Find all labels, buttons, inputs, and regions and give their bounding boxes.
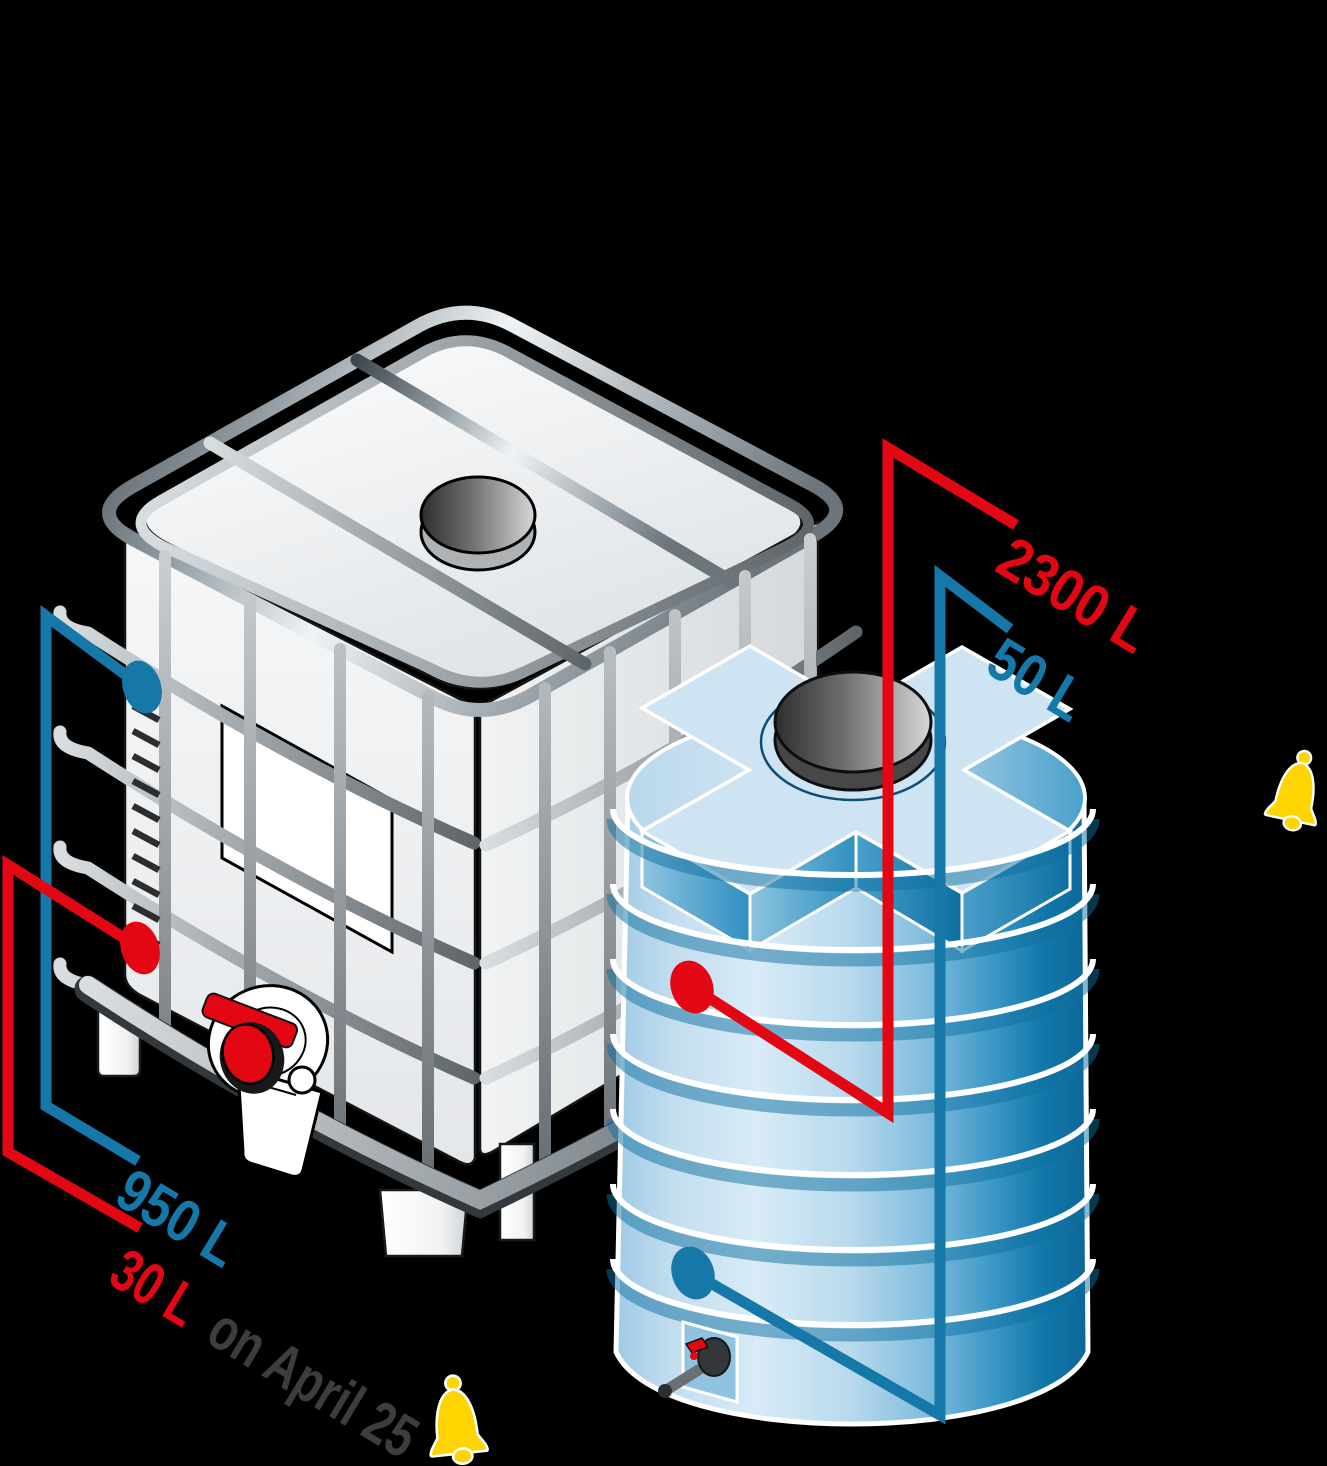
cage-top-frame-outer <box>102 305 844 717</box>
spigot-red-handle <box>684 1337 710 1354</box>
cylinder-lower-leader-line <box>690 564 1014 1425</box>
ibc-top-cap <box>419 475 537 572</box>
cylindrical-tank <box>606 643 1100 1427</box>
cage-top-frame-inner <box>135 335 814 688</box>
cylinder-ribs <box>606 808 1100 1342</box>
cylinder-upper-leader-line <box>689 438 1019 1124</box>
valve-spout <box>236 1065 324 1178</box>
ibc-valve <box>201 984 330 1178</box>
cage-top-crossbar <box>350 353 739 589</box>
cylinder-upper-level-marker <box>670 960 714 1014</box>
ibc-upper-level-marker <box>122 660 162 714</box>
valve-knob <box>221 1023 275 1085</box>
cylinder-lower-level-marker <box>671 1246 715 1300</box>
ibc-lower-level-marker <box>120 921 160 975</box>
ibc-upper-leader-line <box>40 605 146 1166</box>
cage-top-crossbar <box>203 436 592 671</box>
measurement-callouts <box>2 438 1019 1425</box>
valve-plug <box>287 1065 317 1095</box>
cylinder-spigot <box>658 1320 739 1404</box>
bell-icon <box>1263 749 1317 832</box>
cage-left-posts <box>159 550 434 1182</box>
bell-icon <box>429 1374 489 1466</box>
ibc-lower-leader-line <box>2 855 143 1233</box>
